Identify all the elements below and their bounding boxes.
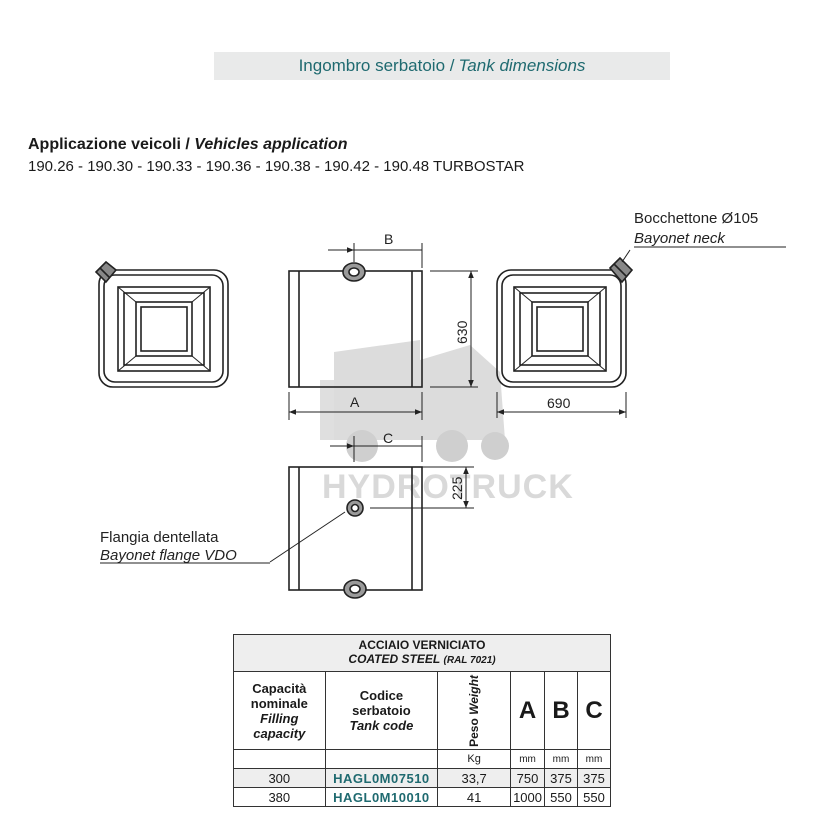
row-capacity: 380 [233, 787, 326, 807]
table-header-ral: (RAL 7021) [443, 655, 496, 666]
bayonet-neck-icon [94, 260, 118, 284]
vehicles-application-heading-it: Applicazione veicoli / [28, 136, 190, 153]
table-header: ACCIAIO VERNICIATO COATED STEEL (RAL 702… [233, 634, 611, 672]
row-b: 375 [544, 768, 578, 788]
bayonet-flange-icon [346, 499, 364, 517]
row-capacity: 300 [233, 768, 326, 788]
bayonet-neck-icon [343, 579, 367, 599]
row-c: 550 [577, 787, 611, 807]
neck-label-en: Bayonet neck [634, 230, 726, 247]
row-b: 550 [544, 787, 578, 807]
table-header-it: ACCIAIO VERNICIATO [358, 638, 486, 652]
col-weight-it: Peso [467, 717, 482, 747]
tank-front-view-right [496, 269, 627, 388]
table-row: 300 HAGL0M07510 33,7 750 375 375 [233, 768, 611, 788]
dim-label-a: A [350, 394, 360, 410]
page-title-it: Ingombro serbatoio / [298, 56, 455, 75]
col-capacity-header: Capacità nominale Filling capacity [233, 671, 326, 750]
specs-table: ACCIAIO VERNICIATO COATED STEEL (RAL 702… [233, 634, 611, 807]
page-title-en: Tank dimensions [458, 56, 586, 75]
unit-a: mm [510, 749, 546, 769]
watermark-text: HYDROTRUCK [322, 468, 574, 506]
row-weight: 41 [437, 787, 512, 807]
col-capacity-it-1: Capacità [252, 680, 307, 696]
flange-label-en: Bayonet flange VDO [100, 547, 237, 564]
unit-capacity [233, 749, 326, 769]
vehicle-models-list: 190.26 - 190.30 - 190.33 - 190.36 - 190.… [28, 158, 525, 175]
row-code: HAGL0M07510 [324, 768, 439, 788]
page-title: Ingombro serbatoio / Tank dimensions [214, 52, 670, 80]
row-c: 375 [577, 768, 611, 788]
table-row: 380 HAGL0M10010 41 1000 550 550 [233, 787, 611, 807]
col-code-header: Codice serbatoio Tank code [324, 671, 439, 750]
dim-label-b: B [384, 231, 393, 247]
vehicles-application: Applicazione veicoli / Vehicles applicat… [28, 136, 524, 175]
tank-front-view-left [98, 269, 229, 388]
col-code-en: Tank code [349, 718, 414, 733]
col-weight-header: Peso Weight [437, 671, 512, 750]
unit-c: mm [577, 749, 611, 769]
flange-label-it: Flangia dentellata [100, 529, 219, 546]
col-a-header: A [510, 671, 546, 750]
dim-label-depth: 225 [449, 476, 465, 500]
unit-b: mm [544, 749, 578, 769]
table-header-en: COATED STEEL [348, 652, 441, 666]
row-a: 1000 [510, 787, 546, 807]
col-c-header: C [577, 671, 611, 750]
col-weight-en: Weight [467, 674, 482, 715]
technical-drawing: HYDROTRUCK [94, 210, 786, 599]
neck-label-it: Bocchettone Ø105 [634, 210, 758, 227]
unit-code [324, 749, 439, 769]
col-capacity-en-2: capacity [253, 725, 306, 741]
dim-label-height: 630 [454, 320, 470, 344]
col-capacity-en-1: Filling [260, 710, 299, 726]
col-b-header: B [544, 671, 578, 750]
row-weight: 33,7 [437, 768, 512, 788]
row-code: HAGL0M10010 [324, 787, 439, 807]
truck-watermark-icon [320, 340, 509, 462]
unit-weight: Kg [437, 749, 512, 769]
bayonet-neck-icon [608, 256, 634, 284]
dim-label-width: 690 [547, 395, 571, 411]
vehicles-application-heading: Applicazione veicoli / Vehicles applicat… [28, 136, 524, 154]
bayonet-neck-icon [342, 262, 366, 282]
col-code-it-2: serbatoio [352, 703, 411, 718]
col-code-it-1: Codice [359, 688, 404, 703]
row-a: 750 [510, 768, 546, 788]
col-capacity-it-2: nominale [250, 695, 308, 711]
dim-label-c: C [383, 430, 393, 446]
vehicles-application-heading-en: Vehicles application [194, 136, 348, 153]
